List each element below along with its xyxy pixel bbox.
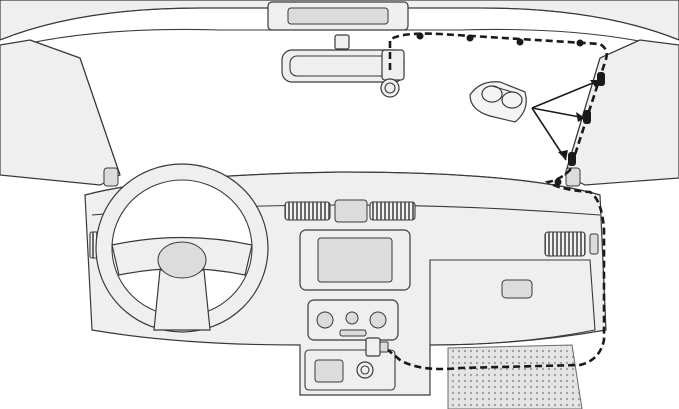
cable-clip <box>470 82 526 122</box>
floor-mat <box>448 345 582 409</box>
a-pillar-left <box>0 40 120 186</box>
dash-camera <box>381 50 404 97</box>
steering-wheel <box>96 164 268 332</box>
a-pillar-right <box>565 40 679 186</box>
